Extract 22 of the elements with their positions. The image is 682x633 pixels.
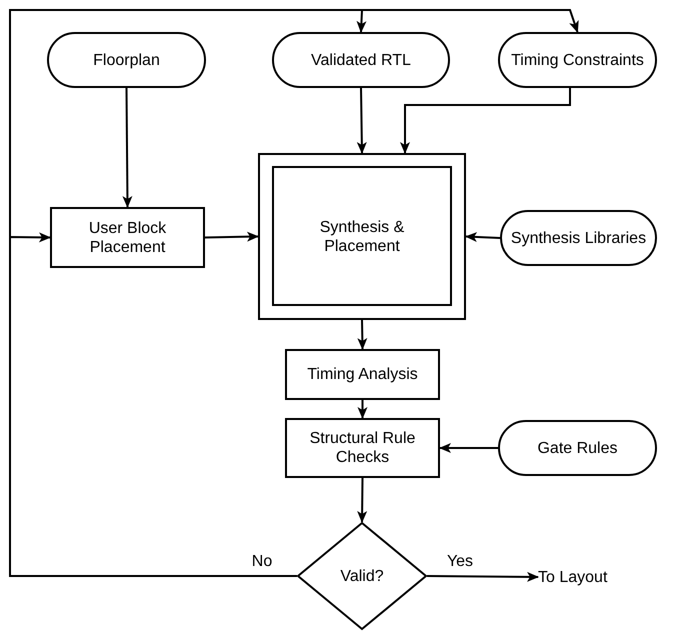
arrow <box>358 400 368 419</box>
decision-diamond: Valid? <box>297 522 427 630</box>
arrow <box>400 88 571 154</box>
arrow <box>204 232 259 242</box>
process-box: User Block Placement <box>50 207 205 268</box>
input-terminal: Validated RTL <box>272 32 450 88</box>
input-terminal: Timing Constraints <box>498 32 657 88</box>
arrow <box>465 232 500 242</box>
input-terminal: Synthesis Libraries <box>500 210 657 266</box>
input-terminal: Gate Rules <box>498 420 657 476</box>
arrow <box>426 572 539 582</box>
arrow <box>357 478 368 523</box>
arrow <box>357 320 368 350</box>
arrow <box>9 9 579 577</box>
process-box: Synthesis & Placement <box>258 153 466 320</box>
arrow <box>122 88 132 208</box>
input-terminal: Floorplan <box>47 32 206 88</box>
process-box: Structural Rule Checks <box>285 418 440 478</box>
process-box: Timing Analysis <box>285 349 440 400</box>
arrow <box>439 443 498 453</box>
output-label: To Layout <box>538 566 642 588</box>
arrow <box>356 88 367 154</box>
